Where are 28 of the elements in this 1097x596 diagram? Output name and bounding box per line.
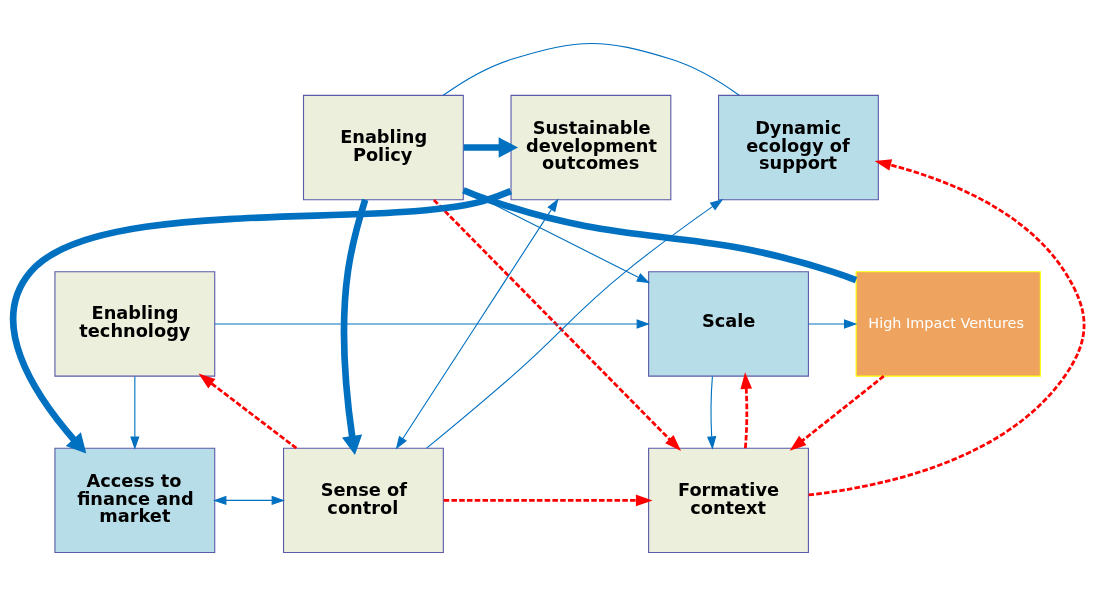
arrow	[426, 199, 724, 449]
arrow	[130, 375, 140, 450]
arrow	[462, 188, 651, 284]
node-box: Sustainable development outcomes	[510, 94, 672, 201]
arrow	[10, 188, 512, 454]
node-box: High Impact Ventures	[855, 271, 1041, 377]
node-box: Sense of control	[283, 447, 444, 554]
connector	[442, 42, 740, 96]
node-box: Scale	[648, 271, 809, 377]
connector	[462, 187, 858, 284]
node-box: Formative context	[648, 447, 809, 554]
arrow	[707, 375, 717, 450]
arrow	[808, 159, 1086, 497]
arrow	[340, 198, 369, 456]
node-box: Dynamic ecology of support	[717, 94, 879, 201]
arrow	[214, 319, 650, 329]
node-box: Enabling technology	[54, 271, 216, 377]
arrow	[432, 199, 682, 452]
node-box: Access to finance and market	[54, 447, 216, 554]
arrow	[808, 319, 858, 329]
node-box: Enabling Policy	[302, 94, 464, 201]
arrow	[213, 495, 285, 506]
arrow	[789, 375, 885, 451]
arrow	[463, 137, 519, 158]
arrow	[443, 494, 653, 507]
arrow	[395, 198, 559, 450]
arrow	[198, 373, 298, 450]
arrow	[740, 372, 753, 449]
